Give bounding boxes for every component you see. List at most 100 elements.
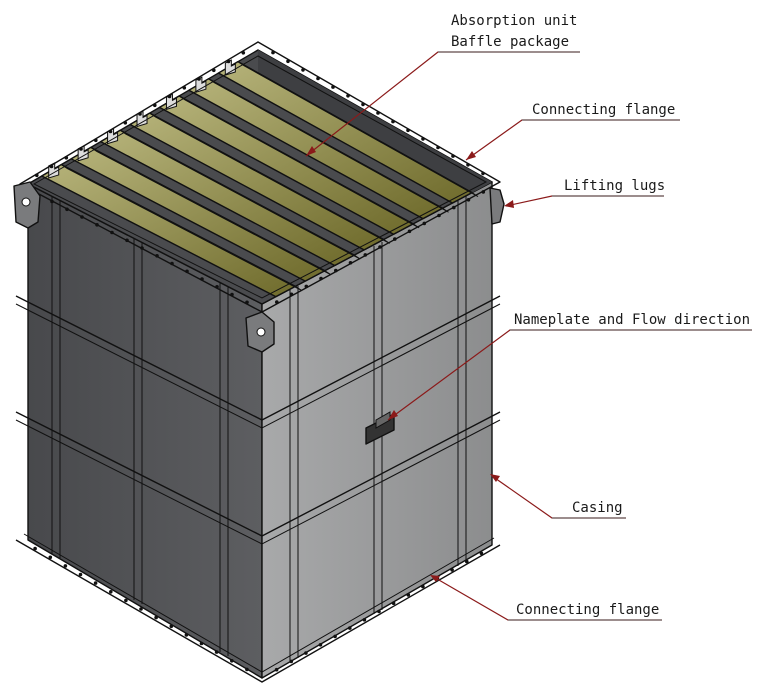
bolt-hole [48,555,53,560]
bolt-hole [78,572,83,577]
callout-labels: Absorption unit Baffle package Connectin… [438,13,752,621]
bolt-hole [319,276,323,281]
bolt-hole [65,207,69,212]
bolt-hole [378,245,382,249]
bottom-connecting-flange [15,533,501,683]
baffle-hook [224,59,236,76]
label-connecting-flange-top: Connecting flange [532,102,675,118]
bolt-hole [169,624,174,629]
bolt-hole [167,94,172,99]
bolt-hole [215,285,219,289]
bolt-hole [125,238,129,243]
bolt-hole [184,633,189,637]
bolt-hole [245,300,249,305]
nameplate [365,411,395,445]
bolt-hole [421,137,425,141]
bolt-hole [406,128,410,133]
bolt-hole [271,50,275,55]
bolt-hole [79,147,83,151]
bolt-hole [245,667,249,672]
bolt-hole [212,68,216,73]
label-connecting-flange-bottom: Connecting flange [516,602,659,618]
bolt-hole [348,261,353,265]
bolt-hole [199,641,204,646]
baffle-edge [237,61,479,198]
bolt-hole [289,659,294,664]
bolt-hole [346,94,350,98]
bolt-hole [110,230,114,235]
bolt-hole [197,77,201,81]
bolt-hole [436,145,440,150]
bolt-hole [465,559,469,564]
bolt-hole [466,198,471,202]
bolt-hole [230,659,234,663]
bolt-hole [362,618,367,622]
bolt-hole [94,138,98,143]
bolt-hole [393,237,397,241]
bolt-hole [363,253,368,257]
bolt-hole [109,590,113,594]
baffle-hook [195,76,207,93]
interior-right-wall [258,50,492,194]
bolt-hole [185,269,189,274]
lifting-lugs [13,181,505,353]
bolt-hole [421,584,425,589]
bolt-hole [138,112,142,116]
stiffener-right-1 [289,286,299,662]
bolt-hole [348,626,352,630]
bolt-hole [422,221,427,226]
bolt-hole [481,171,485,176]
top-flange-bolt-holes [35,50,486,305]
stiffener-left-2 [133,238,143,604]
bolt-hole [155,254,159,258]
bolt-hole [49,164,54,169]
label-lifting-lugs: Lifting lugs [564,178,665,194]
bolt-hole [377,609,381,614]
bolt-hole [226,59,231,64]
bolt-hole [466,163,470,167]
bolt-hole [274,667,279,672]
bolt-hole [123,121,128,125]
leader-lugs [505,195,664,207]
frame-middle [15,411,501,545]
label-baffle-package: Baffle package [451,34,569,50]
bolt-hole [450,568,454,572]
bolt-hole [153,103,157,108]
bolt-hole [406,593,411,597]
bolt-hole [200,277,204,281]
bolt-hole [80,215,84,219]
bolt-hole [331,85,335,89]
bolt-hole [182,86,187,90]
label-casing: Casing [572,500,623,516]
bolt-hole [301,68,305,72]
lifting-lug-right [489,187,505,225]
bolt-hole [286,59,290,64]
bolt-hole [139,607,143,611]
bolt-hole [452,205,456,210]
bottom-flange-bolt-holes [33,546,484,672]
lifting-lug-left [13,181,41,229]
bolt-hole [376,111,380,115]
bolt-hole [108,129,113,134]
stiffener-left-1 [51,196,61,558]
top-connecting-flange [19,41,501,313]
bolt-hole [275,300,279,304]
bolt-hole [318,643,323,647]
bolt-hole [241,51,246,55]
bolt-hole [334,268,338,273]
label-absorption-unit: Absorption unit [451,13,577,29]
bolt-hole [93,581,98,585]
stiffener-right-3 [457,196,467,566]
bolt-hole [481,190,486,194]
bolt-hole [316,76,320,81]
bolt-hole [391,119,395,124]
bolt-hole [304,284,309,289]
stiffening-frames [15,295,501,545]
bolt-hole [63,564,68,568]
bolt-hole [451,154,455,158]
frame-upper [15,295,501,429]
bolt-hole [289,292,294,297]
casing [27,181,493,679]
bolt-hole [95,223,99,227]
bolt-hole [361,102,365,107]
